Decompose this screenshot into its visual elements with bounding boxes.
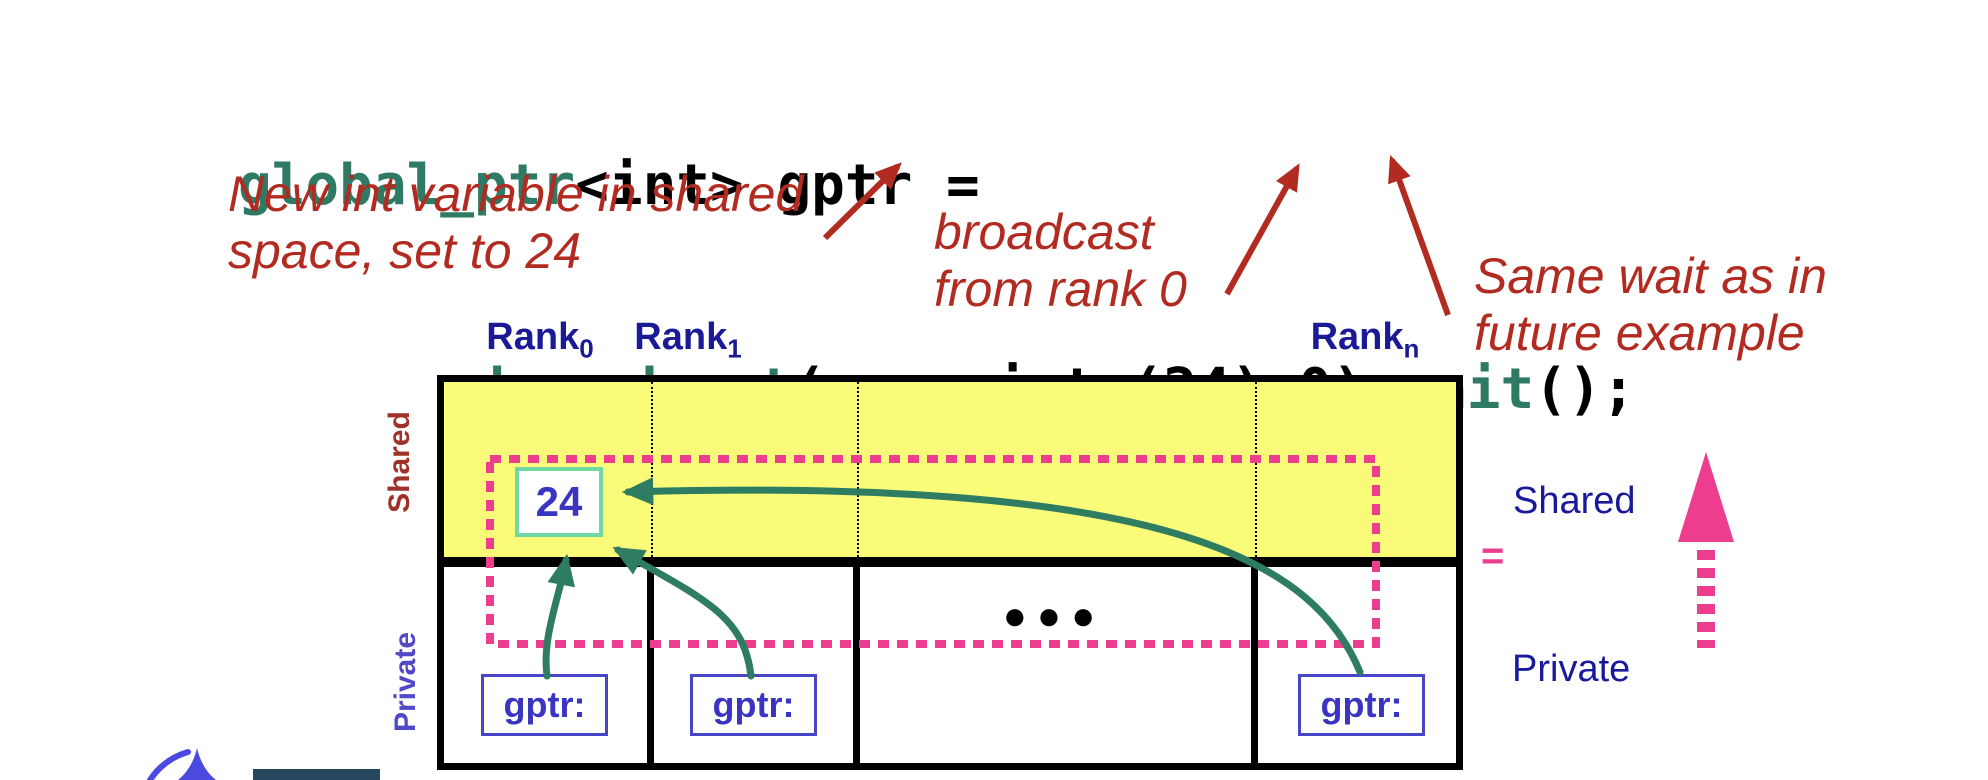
annotation-line: New int variable in shared (228, 166, 804, 222)
annotation-line: from rank 0 (934, 261, 1187, 317)
code-token-global-ptr: global_ptr (238, 153, 576, 218)
rank-base: Rank (1310, 316, 1404, 358)
shared-value-box: 24 (515, 467, 603, 537)
code-line-1: global_ptr<int> gptr = (238, 152, 1635, 220)
annotation-line: broadcast (934, 204, 1154, 260)
shared-column-separator (857, 382, 859, 557)
logo-swoosh-icon (147, 749, 191, 780)
gptr-box-rank0: gptr: (481, 674, 608, 736)
rank-n-label: Rankn (1285, 316, 1445, 365)
rank-base: Rank (486, 316, 580, 358)
memory-table: 24 gptr: gptr: gptr: ●●● (437, 375, 1463, 770)
gptr-box-rankn: gptr: (1298, 674, 1425, 736)
code-token-end: (); (1534, 357, 1636, 422)
annotation-line: future example (1474, 305, 1805, 361)
rank-subscript: 0 (579, 333, 594, 364)
annotation-wait: Same wait as in future example (1474, 248, 1827, 362)
private-column-separator (647, 567, 654, 763)
right-private-label: Private (1512, 648, 1631, 690)
shared-private-divider (444, 557, 1456, 567)
shared-column-separator (1255, 382, 1257, 557)
annotation-broadcast: broadcast from rank 0 (934, 204, 1187, 318)
private-axis-label: Private (389, 631, 422, 733)
ellipsis-dots: ●●● (1002, 594, 1106, 638)
annotation-line: space, set to 24 (228, 223, 582, 279)
gptr-box-rank1: gptr: (690, 674, 817, 736)
right-shared-label: Shared (1513, 480, 1636, 522)
rank-base: Rank (634, 316, 728, 358)
rank-1-label: Rank1 (608, 316, 768, 365)
shared-axis-label: Shared (383, 411, 416, 513)
rank-subscript: 1 (727, 333, 742, 364)
equals-sign: = (1481, 534, 1505, 578)
shared-column-separator (651, 382, 653, 557)
private-column-separator (853, 567, 860, 763)
annotation-new-variable: New int variable in shared space, set to… (228, 166, 803, 280)
rank-0-label: Rank0 (460, 316, 620, 365)
logo-star-icon (177, 748, 217, 780)
logo-bar-fragment (253, 769, 380, 780)
rank-subscript: n (1403, 333, 1420, 364)
private-column-separator (1251, 567, 1258, 763)
pink-arrow-head (1678, 452, 1734, 542)
annotation-line: Same wait as in (1474, 248, 1827, 304)
